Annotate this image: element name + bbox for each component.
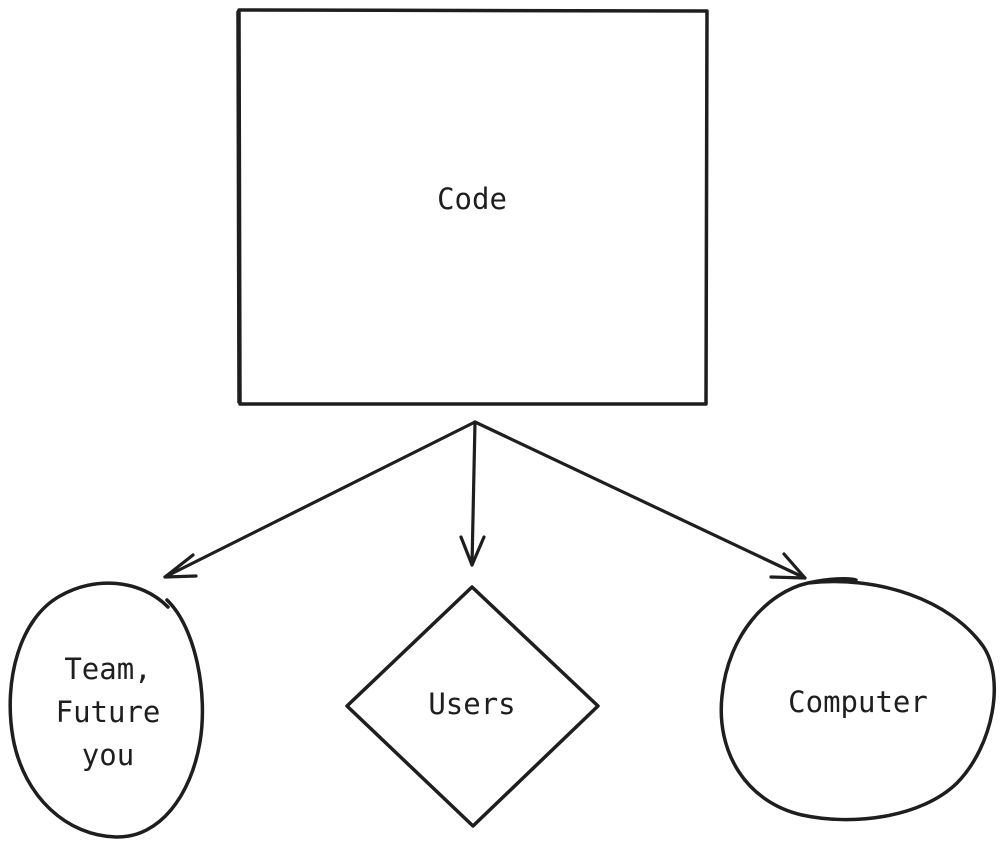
arrow-code-to-team bbox=[163, 420, 477, 579]
code-label: Code bbox=[437, 182, 507, 216]
users-label: Users bbox=[428, 687, 516, 721]
arrow-code-to-computer bbox=[473, 420, 807, 580]
computer-ellipse bbox=[719, 577, 996, 822]
code-box bbox=[236, 8, 709, 406]
computer-label: Computer bbox=[788, 685, 928, 719]
team-future-you-label: Team, Future you bbox=[55, 652, 161, 772]
arrow-code-to-users bbox=[459, 420, 486, 567]
team-ellipse bbox=[8, 581, 205, 839]
users-diamond bbox=[345, 585, 600, 828]
